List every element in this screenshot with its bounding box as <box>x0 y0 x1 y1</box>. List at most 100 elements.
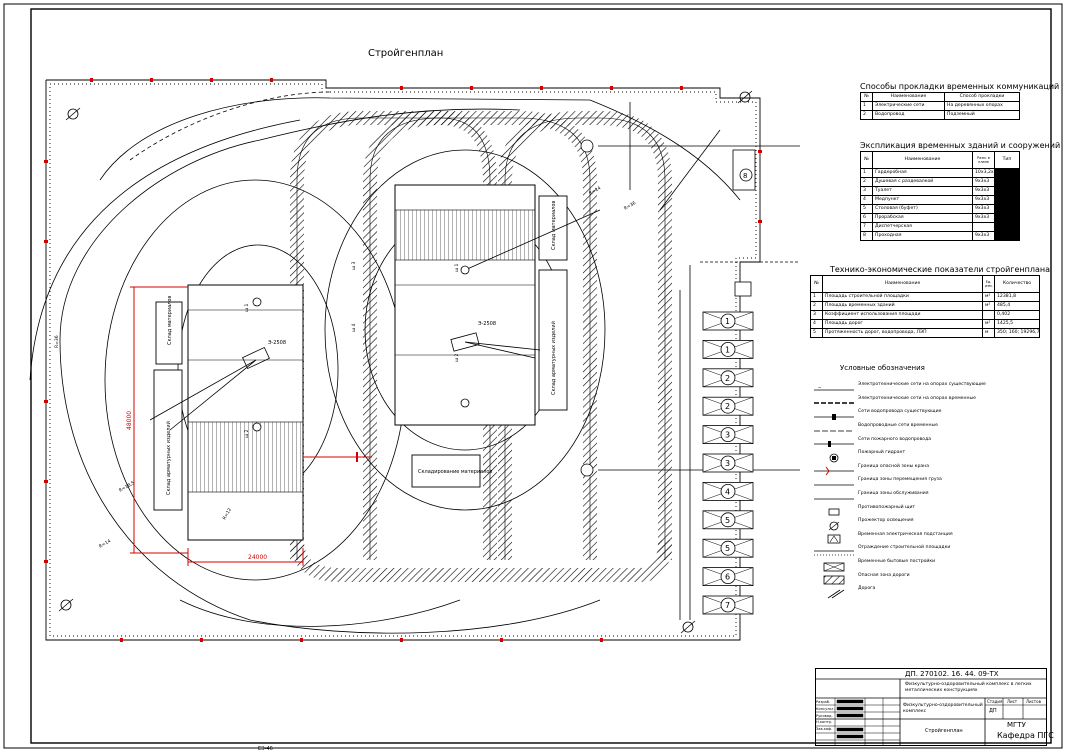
radius-label-6: R=36 <box>54 335 60 348</box>
axis-label-3: ш 3 <box>351 261 357 270</box>
legend-item-text: Дорога <box>858 586 876 592</box>
stamp-stage-header: Стадия <box>987 699 1003 704</box>
axis-label-4: ш 4 <box>351 323 357 332</box>
indicators-cell: Площадь временных зданий <box>822 301 983 311</box>
building-left <box>187 284 304 541</box>
indicators-cell: Площадь строительной площадки <box>822 292 983 302</box>
explication-cell <box>994 204 1020 214</box>
legend-title: Условные обозначения <box>840 364 925 372</box>
open-storage-label: Складирование материалов <box>418 469 492 475</box>
stamp-object: Физкультурно-оздоровительный комплекс <box>903 703 983 714</box>
legend-item: Прожектор освещения <box>812 514 1012 531</box>
indicators-cell: 1425,5 <box>994 319 1040 329</box>
line-dash-b-icon <box>812 421 858 431</box>
legend-item-text: Граница зоны перемещения груза <box>858 477 942 483</box>
explication-cell <box>994 222 1020 232</box>
building-right <box>394 184 536 426</box>
indicators-title: Технико-экономические показатели стройге… <box>830 265 1051 274</box>
legend-item: Ограждение строительной площадки <box>812 541 1012 556</box>
projector-icon <box>812 516 858 531</box>
legend-item: ~Электротехнические сети на опорах сущес… <box>812 378 1012 392</box>
line-block-icon <box>812 407 858 420</box>
explication-cell <box>994 177 1020 187</box>
indicators-cell: 5 <box>810 328 823 338</box>
indicators-cell: м² <box>982 319 995 329</box>
storage-label-c: Склад материалов <box>551 201 557 250</box>
stamp-role: Руковод. <box>816 713 833 718</box>
title-block: ДП. 270102. 16. 44. 09-ТХ Физкультурно-о… <box>815 668 1054 746</box>
radius-label-5: R=14 <box>98 538 112 550</box>
cabin-number: 5 <box>725 544 730 553</box>
crane-left <box>149 297 270 432</box>
legend-item-text: Пожарный гидрант <box>858 450 906 456</box>
indicators-panel: Технико-экономические показатели стройге… <box>810 265 1051 338</box>
expl-header-type: Тип <box>994 151 1020 169</box>
indicators-cell: 2 <box>810 301 823 311</box>
road-icon <box>812 584 858 599</box>
cabin: 7 <box>702 595 754 615</box>
expl-header-num: № <box>860 151 873 169</box>
methods-cell: 2 <box>860 110 873 120</box>
indicators-cell: 12381,8 <box>994 292 1040 302</box>
explication-cell: 1 <box>860 168 873 178</box>
legend-item-text: Опасная зона дороги <box>858 572 910 578</box>
storage-areas <box>153 195 568 511</box>
radius-label-3: R=18,5 <box>118 480 136 494</box>
explication-cell: 9х3х3 <box>972 177 995 187</box>
stamp-role: Зав.каф. <box>816 727 833 732</box>
axis-label-2: ш 2 <box>244 429 250 438</box>
cabin-number: 4 <box>725 487 730 496</box>
indicators-cell: 1 <box>810 292 823 302</box>
cabin: 5 <box>702 538 754 558</box>
cabin: 1 <box>702 339 754 359</box>
methods-header-method: Способ прокладки <box>944 92 1020 102</box>
cabin: 2 <box>702 368 754 388</box>
legend-item-text: Граница зоны обслуживания <box>858 491 929 497</box>
legend-item: Водопроводные сети временные <box>812 419 1012 433</box>
site-fence <box>45 79 761 641</box>
indicators-cell: м <box>982 328 995 338</box>
cabin-number: 3 <box>725 431 730 440</box>
cabin: 5 <box>702 510 754 530</box>
explication-cell: 7 <box>860 222 873 232</box>
drawing-title: Стройгенплан <box>368 48 443 59</box>
cabin-number: 2 <box>725 402 730 411</box>
stamp-code: ДП. 270102. 16. 44. 09-ТХ <box>905 670 999 678</box>
legend-item: Временная электрическая подстанция <box>812 528 1012 544</box>
indicators-cell: м² <box>982 301 995 311</box>
ind-header-unit: Ед. изм. <box>982 275 995 293</box>
stamp-project: Физкультурно-оздоровительный комплекс в … <box>905 682 1032 693</box>
axis-label-6: ш 2 <box>454 353 460 362</box>
methods-header-num: № <box>860 92 873 102</box>
legend-item: Граница зоны обслуживания <box>812 487 1012 501</box>
bottom-left-code: ЕЭ-46 <box>258 746 273 752</box>
expl-header-size: Разм. в плане <box>972 151 995 169</box>
explication-cell: Душевая с раздевалкой <box>872 177 973 187</box>
legend-item: Граница опасной зоны крана <box>812 460 1012 476</box>
legend-item: Сети водопровода существующие <box>812 405 1012 420</box>
expl-header-name: Наименование <box>872 151 973 169</box>
legend-item-text: Сети пожарного водопровода <box>858 436 932 442</box>
crane-right <box>450 209 601 408</box>
explication-cell: 9х3х3 <box>972 231 995 241</box>
cabin: 6 <box>702 567 754 586</box>
explication-cell: Столовая (буфет) <box>872 204 973 214</box>
explication-cell: 9х3х3 <box>972 213 995 223</box>
outer-frame <box>3 3 1063 749</box>
legend-item: Временные бытовые постройки <box>812 555 1012 571</box>
cabin-number: 1 <box>725 317 730 326</box>
stamp-university: МГТУ <box>1007 721 1026 729</box>
legend-item: Противопожарный щит <box>812 500 1012 516</box>
explication-cell <box>994 213 1020 223</box>
explication-cell: 3 <box>860 186 873 196</box>
legend-item: Дорога <box>812 582 1012 599</box>
